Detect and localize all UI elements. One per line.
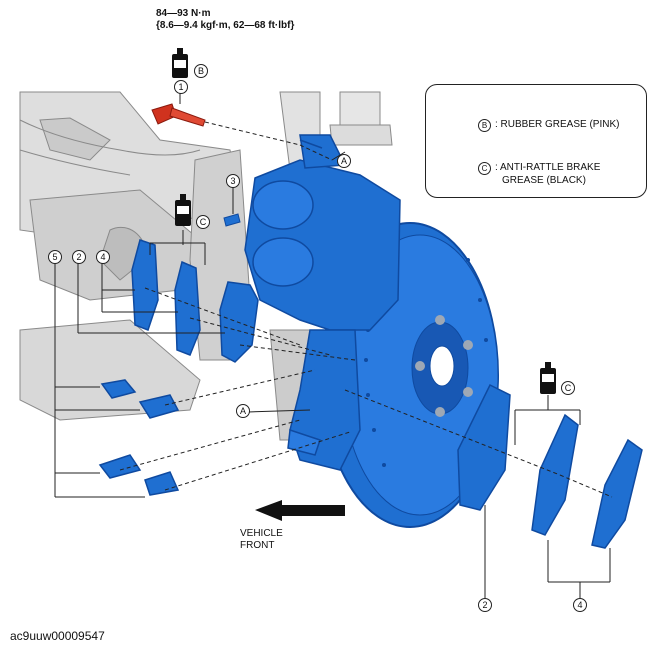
vehicle-front-label-line1: VEHICLE (240, 528, 283, 539)
reference-a-top: A (337, 154, 351, 168)
leader-lines (54, 92, 613, 598)
pad-clips (98, 379, 180, 496)
callout-4-right: 4 (573, 598, 587, 612)
caliper-bracket (287, 329, 361, 471)
caliper-bolt (151, 103, 206, 127)
legend-text-rubber-grease: : RUBBER GREASE (PINK) (495, 119, 620, 130)
callout-2-left: 2 (72, 250, 86, 264)
torque-spec-nm: 84—93 N·m (156, 8, 211, 19)
grease-tube-icon (172, 48, 188, 78)
outer-shims (531, 413, 643, 549)
figure-id: ac9uuw00009547 (10, 629, 105, 643)
grease-marker-b: B (194, 64, 208, 78)
grease-tube-icon (540, 362, 556, 394)
vehicle-front-label-line2: FRONT (240, 540, 275, 551)
grease-legend: B : RUBBER GREASE (PINK) C : ANTI-RATTLE… (425, 84, 647, 198)
outer-brake-pad (457, 383, 511, 511)
torque-spec-imperial: {8.6—9.4 kgf·m, 62—68 ft·lbf} (156, 20, 295, 31)
legend-item-anti-rattle: C : ANTI-RATTLE BRAKE (478, 162, 600, 175)
legend-text-anti-rattle-line1: : ANTI-RATTLE BRAKE (495, 162, 601, 173)
grease-marker-c-left: C (196, 215, 210, 229)
inner-shims (131, 239, 201, 356)
legend-text-anti-rattle-line2: GREASE (BLACK) (502, 175, 586, 186)
callout-3: 3 (226, 174, 240, 188)
legend-item-rubber-grease: B : RUBBER GREASE (PINK) (478, 119, 619, 132)
callout-4-left: 4 (96, 250, 110, 264)
caliper-body (244, 134, 401, 331)
guide-pin (223, 213, 241, 227)
legend-marker-b: B (478, 119, 491, 132)
callout-1: 1 (174, 80, 188, 94)
grease-marker-c-right: C (561, 381, 575, 395)
reference-a-bottom: A (236, 404, 250, 418)
grease-tube-icon (175, 194, 191, 226)
callout-2-right: 2 (478, 598, 492, 612)
inner-brake-pad (219, 281, 259, 363)
vehicle-front-arrow-icon (255, 500, 345, 521)
legend-marker-c: C (478, 162, 491, 175)
callout-5: 5 (48, 250, 62, 264)
